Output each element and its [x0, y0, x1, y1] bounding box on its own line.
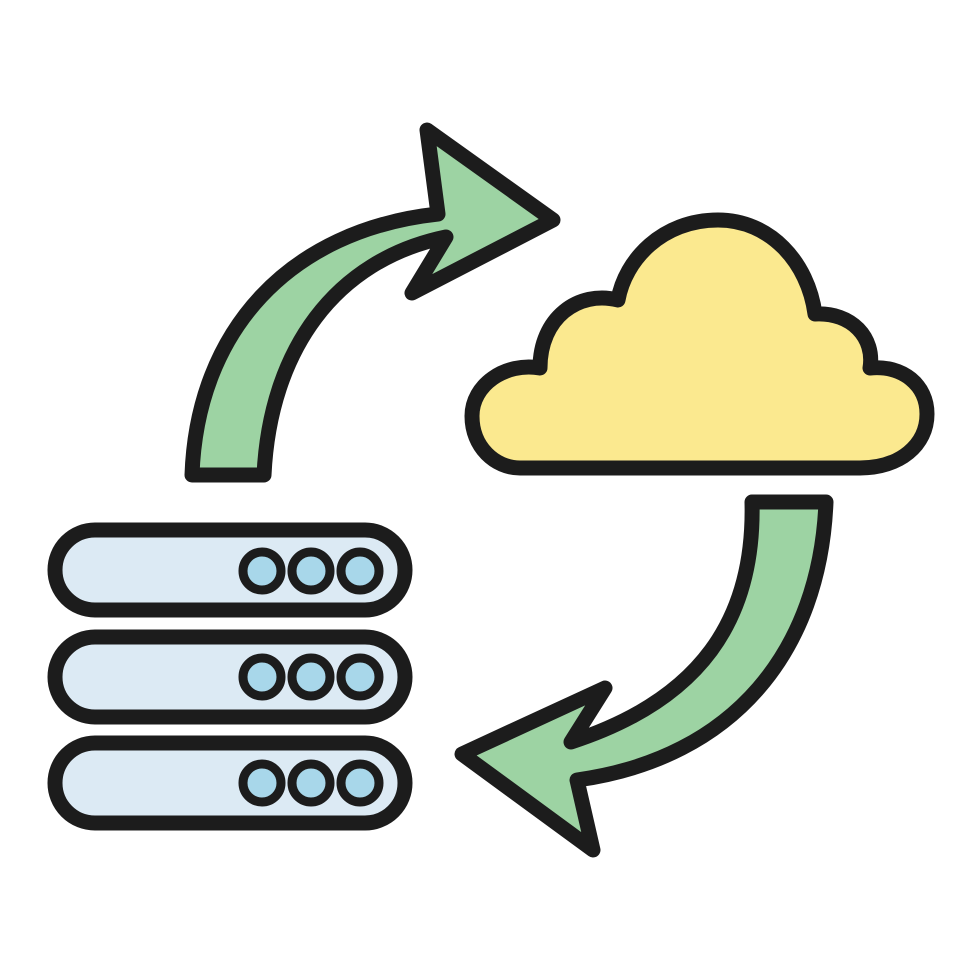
server-led-icon: [238, 653, 286, 701]
server-led-icon: [336, 759, 384, 807]
upload-arrow-icon: [184, 122, 561, 483]
server-unit: [47, 629, 413, 725]
server-led-icon: [336, 653, 384, 701]
server-led-icon: [287, 547, 335, 595]
server-stack-icon: [47, 522, 413, 831]
server-led-icon: [336, 547, 384, 595]
server-unit: [47, 735, 413, 831]
server-led-icon: [238, 547, 286, 595]
server-unit: [47, 522, 413, 618]
download-arrow-icon: [454, 494, 834, 858]
server-led-icon: [287, 759, 335, 807]
cloud-icon: [464, 212, 935, 476]
server-led-icon: [238, 759, 286, 807]
server-led-icon: [287, 653, 335, 701]
